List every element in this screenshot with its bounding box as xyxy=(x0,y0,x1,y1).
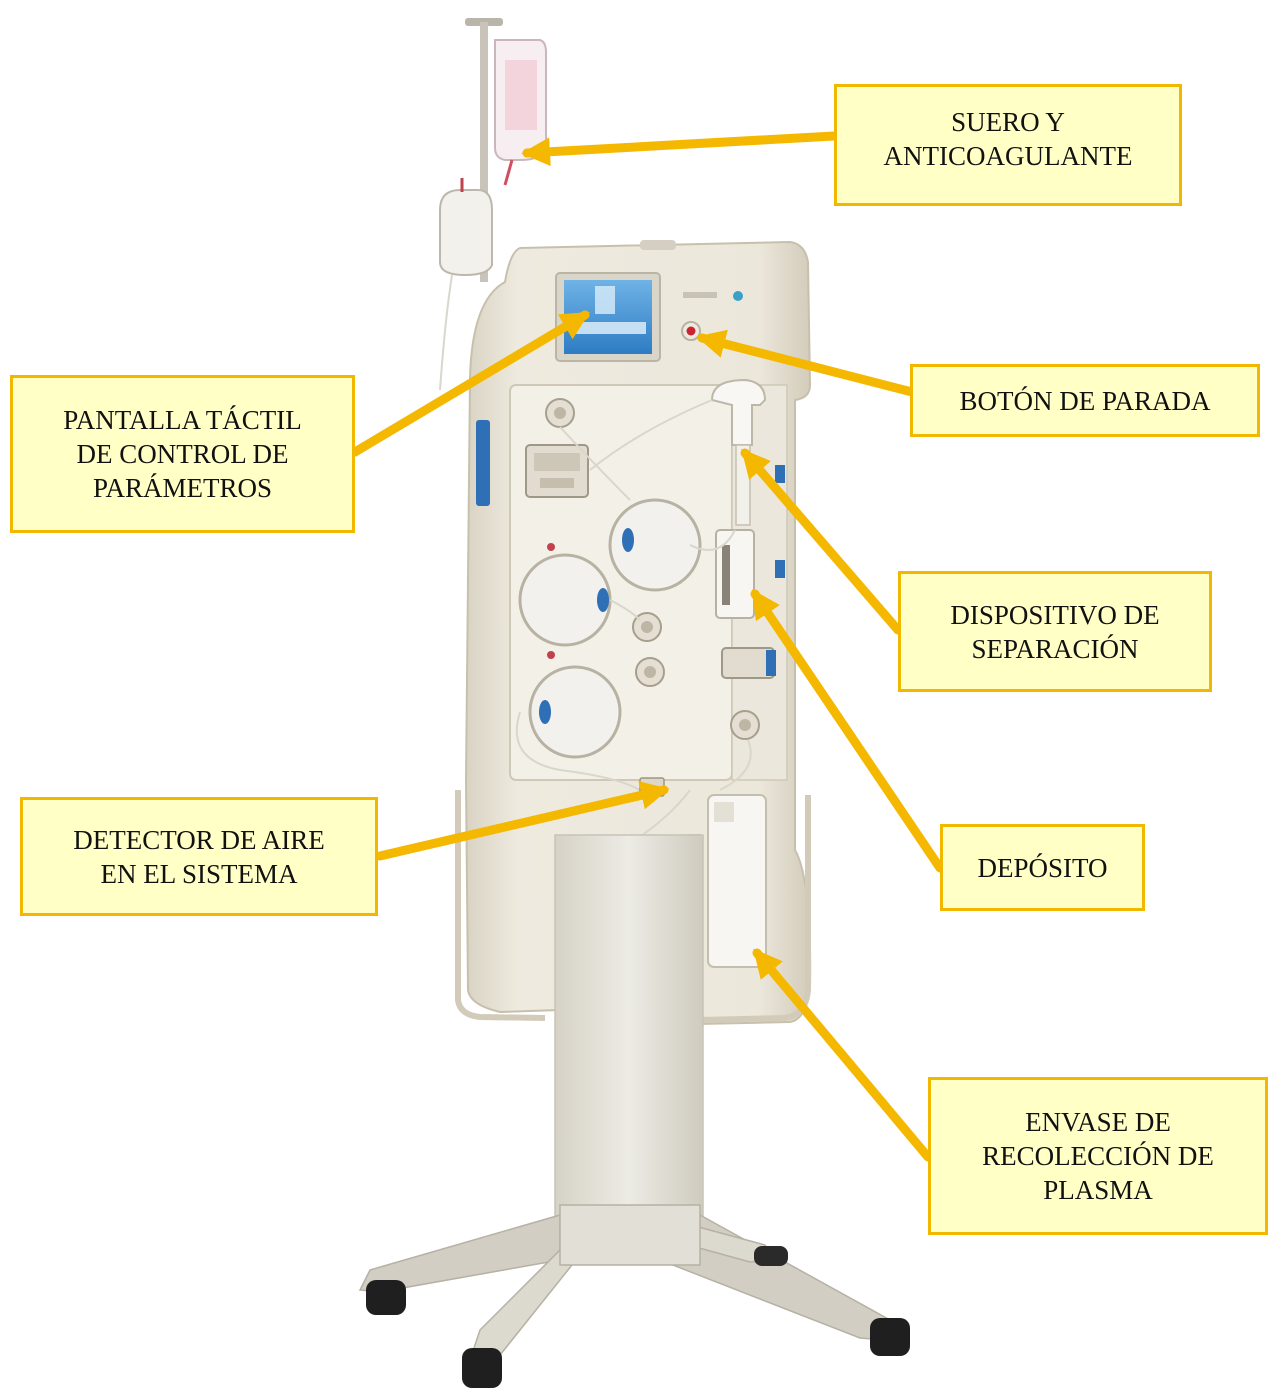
label-pantalla-text: PANTALLA TÁCTIL DE CONTROL DE PARÁMETROS xyxy=(63,403,302,505)
arrow-envase xyxy=(757,953,928,1157)
plasma-container xyxy=(708,795,766,967)
valve-center-2 xyxy=(636,658,664,686)
label-dispositivo-text: DISPOSITIVO DE SEPARACIÓN xyxy=(950,598,1159,666)
arrow-suero xyxy=(527,136,834,153)
label-suero-text: SUERO Y ANTICOAGULANTE xyxy=(884,105,1133,173)
pump-top-left xyxy=(546,399,574,427)
label-deposito: DEPÓSITO xyxy=(940,824,1145,911)
clamp-right xyxy=(722,648,776,678)
label-pantalla-tactil: PANTALLA TÁCTIL DE CONTROL DE PARÁMETROS xyxy=(10,375,355,533)
wheeled-base xyxy=(360,1205,890,1360)
brand-logo-mark xyxy=(733,291,743,301)
label-detector-aire: DETECTOR DE AIRE EN EL SISTEMA xyxy=(20,797,378,916)
label-boton-parada: BOTÓN DE PARADA xyxy=(910,364,1260,437)
valve-right-lower xyxy=(731,711,759,739)
label-detector-text: DETECTOR DE AIRE EN EL SISTEMA xyxy=(73,823,325,891)
control-module xyxy=(526,445,588,497)
reservoir xyxy=(716,530,754,618)
red-connector-1 xyxy=(547,543,555,551)
label-boton-text: BOTÓN DE PARADA xyxy=(959,384,1210,418)
saline-bag xyxy=(495,40,546,185)
red-connector-2 xyxy=(547,651,555,659)
blood-pump-lower xyxy=(530,667,620,757)
label-dispositivo-separacion: DISPOSITIVO DE SEPARACIÓN xyxy=(898,571,1212,692)
label-envase-plasma: ENVASE DE RECOLECCIÓN DE PLASMA xyxy=(928,1077,1268,1235)
stop-button xyxy=(682,322,700,340)
label-envase-text: ENVASE DE RECOLECCIÓN DE PLASMA xyxy=(982,1105,1214,1207)
label-suero-anticoagulante: SUERO Y ANTICOAGULANTE xyxy=(834,84,1182,206)
label-deposito-text: DEPÓSITO xyxy=(977,851,1107,885)
support-column xyxy=(555,835,703,1220)
blood-pump-middle xyxy=(520,555,610,645)
touch-screen xyxy=(556,273,660,361)
blood-pump-upper xyxy=(610,500,700,590)
side-tab-lower xyxy=(775,560,785,578)
side-tab-upper xyxy=(775,465,785,483)
brand-logo xyxy=(683,292,717,298)
